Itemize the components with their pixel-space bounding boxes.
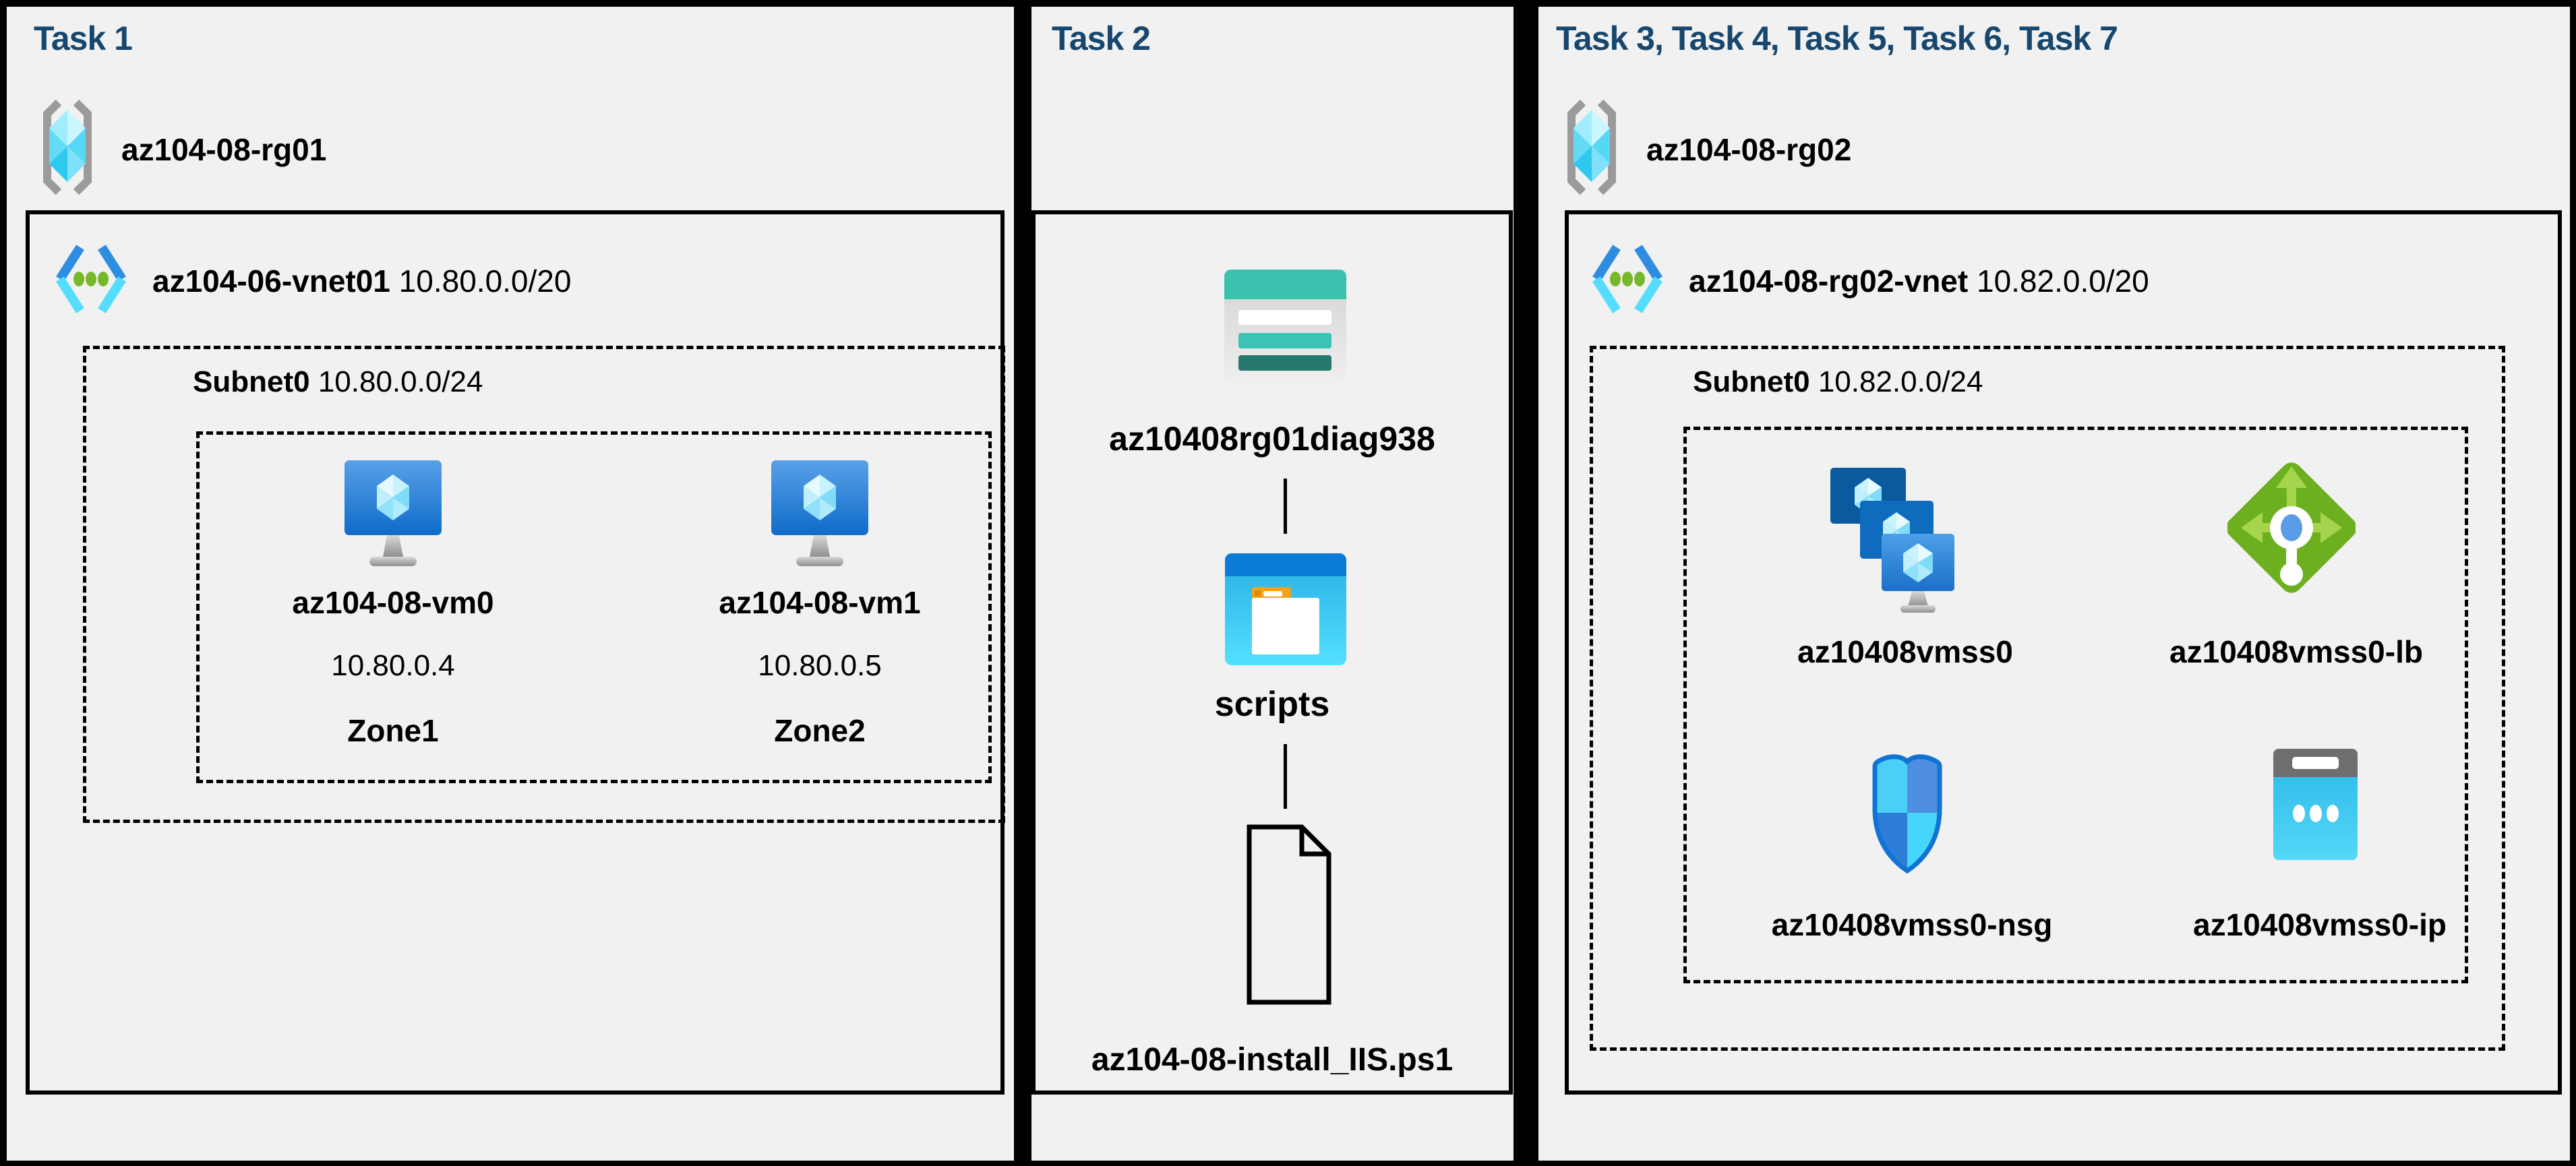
subnet-cidr: 10.80.0.0/24	[318, 365, 483, 398]
vm-ip: 10.80.0.5	[758, 649, 882, 682]
task37-subnet-box: Subnet0 10.82.0.0/24	[1590, 346, 2505, 1051]
vm-zone: Zone1	[347, 713, 439, 748]
task2-box: az10408rg01diag938 scripts az104-08-inst…	[1031, 210, 1513, 1095]
blob-container-icon	[1225, 553, 1346, 665]
vnet-name: az104-08-rg02-vnet	[1689, 264, 1969, 299]
subnet-name: Subnet0	[1693, 365, 1810, 398]
file-name: az104-08-install_IIS.ps1	[1091, 1042, 1454, 1078]
vm-name: az104-08-vm1	[719, 585, 921, 620]
task1-subnet-box: Subnet0 10.80.0.0/24	[83, 346, 1005, 823]
nsg-name: az10408vmss0-nsg	[1771, 907, 2053, 942]
panel-task37: Task 3, Task 4, Task 5, Task 6, Task 7 a…	[1538, 7, 2570, 1161]
script-file-icon	[1247, 824, 1331, 1005]
resource-group-name: az104-08-rg01	[121, 132, 327, 167]
task37-resources-box: az10408vmss0	[1683, 427, 2468, 983]
container-name: scripts	[1214, 685, 1330, 724]
vnet-cidr: 10.82.0.0/20	[1976, 264, 2149, 299]
load-balancer-name: az10408vmss0-lb	[2169, 634, 2423, 669]
vm-scale-set-icon	[1830, 468, 1954, 613]
vnet-label: az104-08-rg02-vnet 10.82.0.0/20	[1689, 263, 2149, 299]
resource-group-icon	[1567, 99, 1616, 195]
subnet-name: Subnet0	[193, 365, 310, 398]
storage-account-icon	[1224, 270, 1346, 383]
task37-resource-group-box: az104-08-rg02-vnet 10.82.0.0/20 Subnet0 …	[1565, 210, 2562, 1095]
task2-title: Task 2	[1052, 20, 1151, 57]
panel-task1: Task 1 az104-08-rg01 az104-06-	[7, 7, 1014, 1161]
vnet-cidr: 10.80.0.0/20	[398, 264, 572, 299]
subnet-cidr: 10.82.0.0/24	[1818, 365, 1983, 398]
vm-ip: 10.80.0.4	[331, 649, 455, 682]
subnet-label: Subnet0 10.80.0.0/24	[193, 365, 483, 399]
vm-zone: Zone2	[774, 713, 866, 748]
task1-vm-zone-box: az104-08-vm0 10.80.0.4 Zone1	[196, 431, 992, 783]
task1-title: Task 1	[34, 20, 133, 57]
panel-task2: Task 2 az10408rg01diag938 scripts	[1031, 7, 1514, 1161]
resource-group-name: az104-08-rg02	[1646, 132, 1852, 167]
virtual-network-icon	[1592, 245, 1663, 313]
task1-resource-group-box: az104-06-vnet01 10.80.0.0/20 Subnet0 10.…	[26, 210, 1005, 1095]
resource-group-icon	[43, 99, 92, 195]
vm-group-1: az104-08-vm1 10.80.0.5 Zone2	[685, 435, 955, 780]
network-security-group-icon	[1872, 754, 1942, 873]
public-ip-name: az10408vmss0-ip	[2193, 907, 2447, 942]
vm-name: az104-08-vm0	[292, 585, 494, 620]
vnet-name: az104-06-vnet01	[152, 264, 390, 299]
connector-line	[1284, 744, 1287, 809]
vmss-name: az10408vmss0	[1797, 634, 2013, 669]
virtual-machine-icon	[345, 460, 442, 566]
public-ip-icon	[2273, 749, 2358, 860]
task37-title: Task 3, Task 4, Task 5, Task 6, Task 7	[1556, 20, 2118, 57]
load-balancer-icon	[2227, 462, 2356, 593]
virtual-machine-icon	[771, 460, 868, 566]
subnet-label: Subnet0 10.82.0.0/24	[1693, 365, 1983, 399]
vnet-label: az104-06-vnet01 10.80.0.0/20	[152, 263, 571, 299]
vm-group-0: az104-08-vm0 10.80.0.4 Zone1	[258, 435, 528, 780]
virtual-network-icon	[56, 245, 126, 313]
storage-account-name: az10408rg01diag938	[1109, 420, 1435, 458]
connector-line	[1284, 479, 1287, 534]
